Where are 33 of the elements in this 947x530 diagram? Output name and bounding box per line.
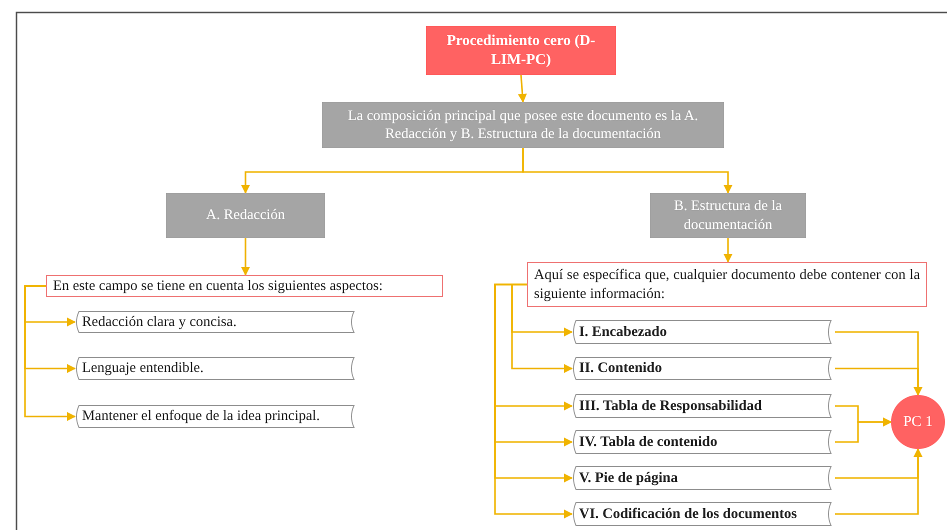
node-label: III. Tabla de Responsabilidad xyxy=(579,396,762,416)
node-label: Procedimiento cero (D-LIM-PC) xyxy=(446,32,596,70)
note-box xyxy=(46,275,443,297)
arrow xyxy=(835,448,922,515)
note-box xyxy=(527,262,927,307)
arrow xyxy=(241,238,250,276)
node-label: En este campo se tiene en cuenta los siguientes aspectos: xyxy=(53,276,383,296)
node-label: A. Redacción xyxy=(206,206,285,225)
process-box xyxy=(166,193,325,238)
node-label: PC 1 xyxy=(903,412,933,432)
process-box xyxy=(650,193,806,238)
arrow xyxy=(24,285,76,421)
node-label: B. Estructura de la documentación xyxy=(673,197,783,234)
node-label: Mantener el enfoque de la idea principal. xyxy=(82,407,320,426)
node-label: Aquí se específica que, cualquier documento debe contener con la siguiente información: xyxy=(534,266,920,303)
arrow xyxy=(835,368,922,396)
node-label: IV. Tabla de contenido xyxy=(579,432,718,452)
node-label: Lenguaje entendible. xyxy=(82,359,204,378)
arrow xyxy=(494,284,573,518)
node-label: La composición principal que posee este documento es la A. Redacción y B. Estructura de la documentación xyxy=(346,106,700,144)
process-box xyxy=(322,102,724,148)
end-circle xyxy=(891,395,945,449)
arrow xyxy=(724,238,732,263)
node-label: Redacción clara y concisa. xyxy=(82,312,237,332)
title-box xyxy=(426,26,616,75)
node-label: VI. Codificación de los documentos xyxy=(579,504,797,524)
node-label: II. Contenido xyxy=(579,359,662,378)
arrow xyxy=(835,418,892,443)
arrow xyxy=(511,284,573,373)
arrow xyxy=(522,148,732,194)
arrow xyxy=(518,74,527,103)
node-label: I. Encabezado xyxy=(579,322,667,342)
node-label: V. Pie de página xyxy=(579,468,678,488)
